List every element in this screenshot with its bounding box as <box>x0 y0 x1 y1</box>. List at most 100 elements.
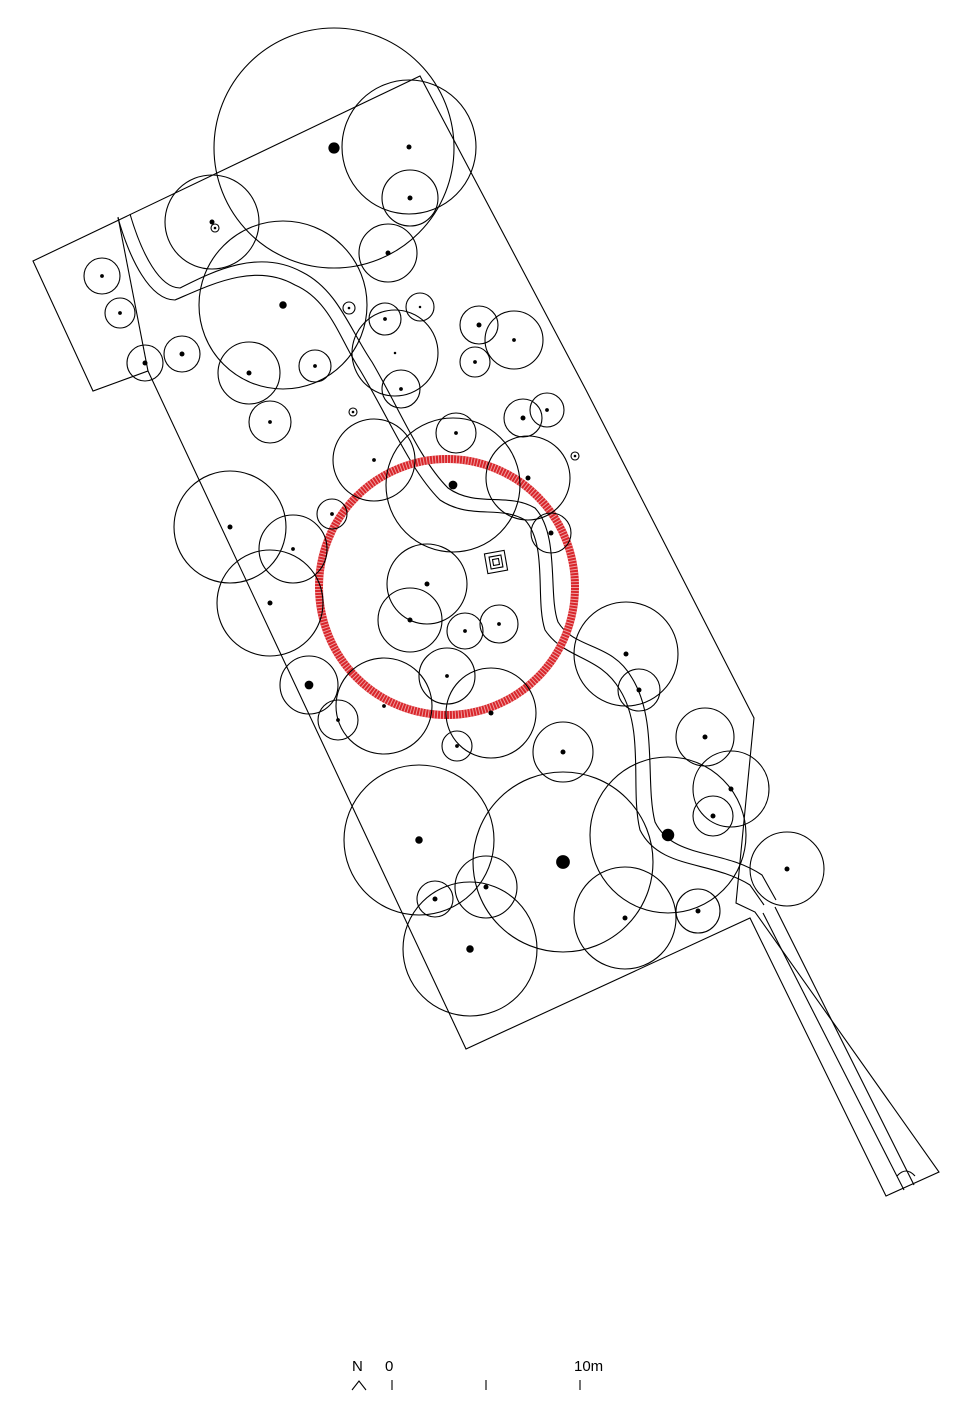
tree-canopy <box>104 297 136 329</box>
sapling-marker <box>348 407 358 417</box>
tree-canopy <box>198 220 368 390</box>
tree-canopy <box>316 498 348 530</box>
tree-canopy <box>341 79 477 215</box>
tree-canopy <box>213 27 455 269</box>
tree-trunk <box>466 945 474 953</box>
garden-path <box>117 213 777 906</box>
tree-canopy <box>441 730 473 762</box>
tree-trunk <box>393 351 397 355</box>
tree-canopy <box>83 257 121 295</box>
tree-canopy <box>358 223 418 283</box>
tree-canopy <box>692 750 770 828</box>
tree-trunk <box>267 600 273 606</box>
north-label: N <box>352 1358 363 1375</box>
square-marker <box>483 549 509 575</box>
tree-canopy <box>126 344 164 382</box>
tree-trunk <box>623 651 629 657</box>
tree-trunk <box>445 674 449 678</box>
tree-trunk <box>313 364 317 368</box>
tree-canopy <box>472 771 654 953</box>
tree-trunk <box>560 749 566 755</box>
tree-canopy <box>529 392 565 428</box>
tree-canopy <box>381 369 421 409</box>
tree-canopy <box>317 699 359 741</box>
tree-canopy <box>484 310 544 370</box>
tree-canopy <box>479 604 519 644</box>
tree-trunk <box>702 734 708 740</box>
tree-trunk <box>483 884 489 890</box>
tree-canopy <box>298 349 332 383</box>
tree-canopy <box>335 657 433 755</box>
north-arrow-icon <box>351 1380 367 1391</box>
tree-trunk <box>548 530 554 536</box>
tree-trunk <box>455 744 459 748</box>
tree-trunk <box>512 338 516 342</box>
tree-trunk <box>463 629 467 633</box>
site-boundary <box>32 75 940 1197</box>
tree-canopy <box>617 668 661 712</box>
tree-canopy <box>368 302 402 336</box>
tree-trunk <box>383 317 387 321</box>
tree-trunk <box>382 704 386 708</box>
tree-trunk <box>372 458 376 462</box>
tree-trunk <box>448 480 458 490</box>
tree-canopy <box>589 756 747 914</box>
tree-canopy <box>381 169 439 227</box>
tree-canopy <box>445 667 537 759</box>
tree-trunk <box>415 836 423 844</box>
tree-trunk <box>385 250 391 256</box>
tree-trunk <box>476 322 482 328</box>
tree-trunk <box>424 581 430 587</box>
tree-trunk <box>227 524 233 530</box>
tree-canopy <box>459 346 491 378</box>
tree-canopy <box>573 866 677 970</box>
tree-trunk <box>556 855 570 869</box>
tree-trunk <box>520 415 526 421</box>
tree-canopy <box>749 831 825 907</box>
tree-trunk <box>695 908 701 914</box>
tree-trunk <box>179 351 185 357</box>
tree-canopy <box>532 721 594 783</box>
tree-trunk <box>279 301 287 309</box>
tree-trunk <box>304 680 314 690</box>
tree-canopy <box>675 888 721 934</box>
tree-canopy <box>351 309 439 397</box>
tree-trunk <box>118 311 122 315</box>
tree-trunk <box>328 142 340 154</box>
tree-trunk <box>454 431 458 435</box>
tree-canopy <box>332 418 416 502</box>
red-ring <box>315 455 579 719</box>
tree-trunk <box>622 915 628 921</box>
tree-trunk <box>710 813 716 819</box>
scale-start-label: 0 <box>385 1358 393 1375</box>
tree-canopy <box>692 795 734 837</box>
sapling-dot <box>213 226 217 230</box>
tree-layer <box>83 27 825 1017</box>
tree-trunk <box>488 710 494 716</box>
tree-canopy <box>503 398 543 438</box>
tree-trunk <box>525 475 531 481</box>
tree-trunk <box>142 360 148 366</box>
tree-trunk <box>291 547 295 551</box>
tree-canopy <box>416 880 454 918</box>
tree-trunk <box>473 360 477 364</box>
tree-trunk <box>661 828 675 842</box>
tree-canopy <box>164 174 260 270</box>
tree-canopy <box>217 341 281 405</box>
tree-canopy <box>530 512 572 554</box>
tree-canopy <box>402 881 538 1017</box>
tree-trunk <box>407 195 413 201</box>
tree-trunk <box>268 420 272 424</box>
tree-trunk <box>209 219 215 225</box>
sapling-dot <box>347 306 351 310</box>
sapling-dot <box>351 410 355 414</box>
tree-trunk <box>418 305 422 309</box>
tree-trunk <box>497 622 501 626</box>
tree-canopy <box>173 470 287 584</box>
tree-canopy <box>248 400 292 444</box>
tree-canopy <box>459 305 499 345</box>
tree-trunk <box>246 370 252 376</box>
tree-trunk <box>336 718 340 722</box>
tree-canopy <box>343 764 495 916</box>
